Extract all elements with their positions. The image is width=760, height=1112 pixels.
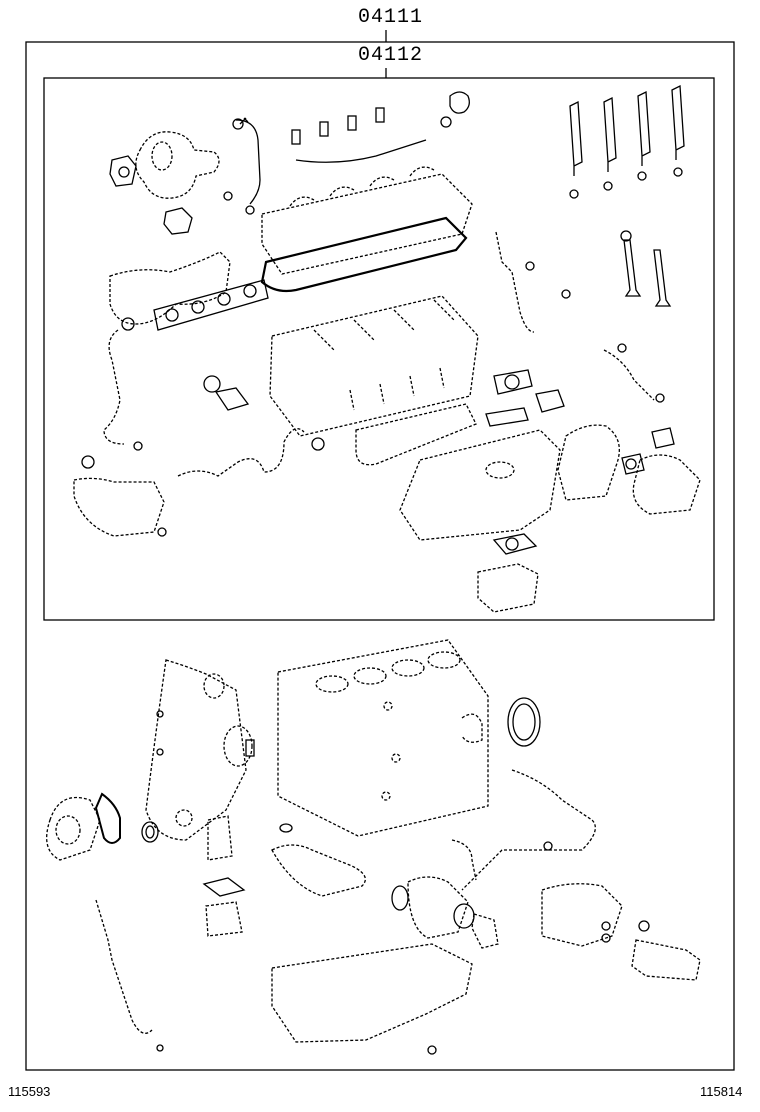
gasket-port [217,292,231,306]
thermostat-housing [407,876,469,939]
cylinder-head [269,295,479,437]
water-inlet-pipe [461,769,596,891]
outer-part-number: 04111 [358,6,424,29]
pipe-gasket [81,455,95,469]
gasket-port [191,300,205,314]
valve-set [620,230,672,307]
footer-right-code: 115814 [700,1084,743,1099]
pipe-gasket [157,527,167,537]
injector-seal-set [291,107,427,163]
cylinder-head-gasket [355,403,477,466]
timing-chain-cover [145,659,253,841]
footer-left-code: 115593 [8,1084,51,1099]
egr-pipe [103,329,125,445]
dipstick-seal [156,1044,164,1052]
crankshaft-front-seal [141,821,159,843]
water-outlet [471,913,499,949]
cover-seal [156,710,164,718]
head-cover-gasket [260,216,468,293]
strainer-gasket [279,823,293,833]
pipe-gasket [121,317,135,331]
water-hose [451,839,477,881]
egr-gasket [621,453,645,475]
turbo-outlet-gasket [163,207,193,235]
pipe-gasket [543,841,553,851]
throttle-body-gasket [492,533,538,555]
cylinder-block [277,639,489,837]
gasket-port [165,308,179,322]
inner-frame [43,77,715,621]
oil-pump-assy [541,883,623,947]
water-outlet-gasket [214,387,250,411]
pipe-gasket [133,441,143,451]
pipe-gasket [617,343,627,353]
egr-cooler [632,454,701,515]
throttle-gasket-port [504,374,520,390]
sensor-pipe [495,231,535,333]
water-outlet-seal [203,375,221,393]
egr-gasket-port [625,458,637,470]
turbo-flange-gasket [109,155,137,187]
egr-pipe-assy [73,477,165,537]
pipe-gasket [655,393,665,403]
oil-pan [271,943,473,1043]
gasket-port [243,284,257,298]
throttle-gasket-port [505,537,519,551]
egr-pipe-middle [177,428,305,477]
exhaust-manifold-gasket [153,279,269,331]
camshaft-seal-ring [440,116,452,128]
pipe-gasket [311,437,325,451]
sensor-gasket [525,261,535,271]
sensor-gasket [561,289,571,299]
pipe-gasket [245,205,255,215]
oil-level-gauge-guide [95,899,153,1034]
egr-valve-gasket [535,389,565,413]
throttle-gasket [493,369,533,395]
oil-filter-gasket [202,877,246,897]
drain-plug-gasket [427,1045,437,1055]
water-pump [46,796,101,861]
oil-filter-bracket [207,815,233,861]
turbo-gasket-hole [118,166,130,178]
intake-gasket [485,407,529,427]
vacuum-pipe [603,349,655,401]
thermostat-gasket [391,885,409,911]
oil-cooler-oring [638,920,650,932]
exhaust-manifold [109,251,231,325]
egr-valve [557,424,620,501]
intake-manifold [399,429,561,541]
water-pump-gasket [94,792,121,844]
cover-seal [156,748,164,756]
outer-frame [25,41,735,1071]
oil-filter [205,901,243,937]
rear-crank-oil-seal [507,697,541,747]
oil-cooler [631,939,701,981]
cover-gasket [245,739,255,757]
pipe-gasket [223,191,233,201]
crankshaft-front-seal-inner [145,825,155,839]
cylinder-head-cover [261,166,473,275]
turbocharger [135,131,220,199]
pipe-gasket [232,118,244,130]
turbo-oil-pipe [235,117,261,205]
oil-strainer [271,844,366,897]
throttle-body [477,563,539,613]
oil-pump-oring [601,933,611,943]
egr-gasket [651,427,675,449]
rear-crank-oil-seal-inner [512,703,536,741]
thermostat-seal [453,903,475,929]
oil-pump-oring [601,921,611,931]
fuel-injector-set [569,84,685,199]
camshaft-oil-seal [449,91,470,114]
inner-part-number: 04112 [358,44,424,67]
